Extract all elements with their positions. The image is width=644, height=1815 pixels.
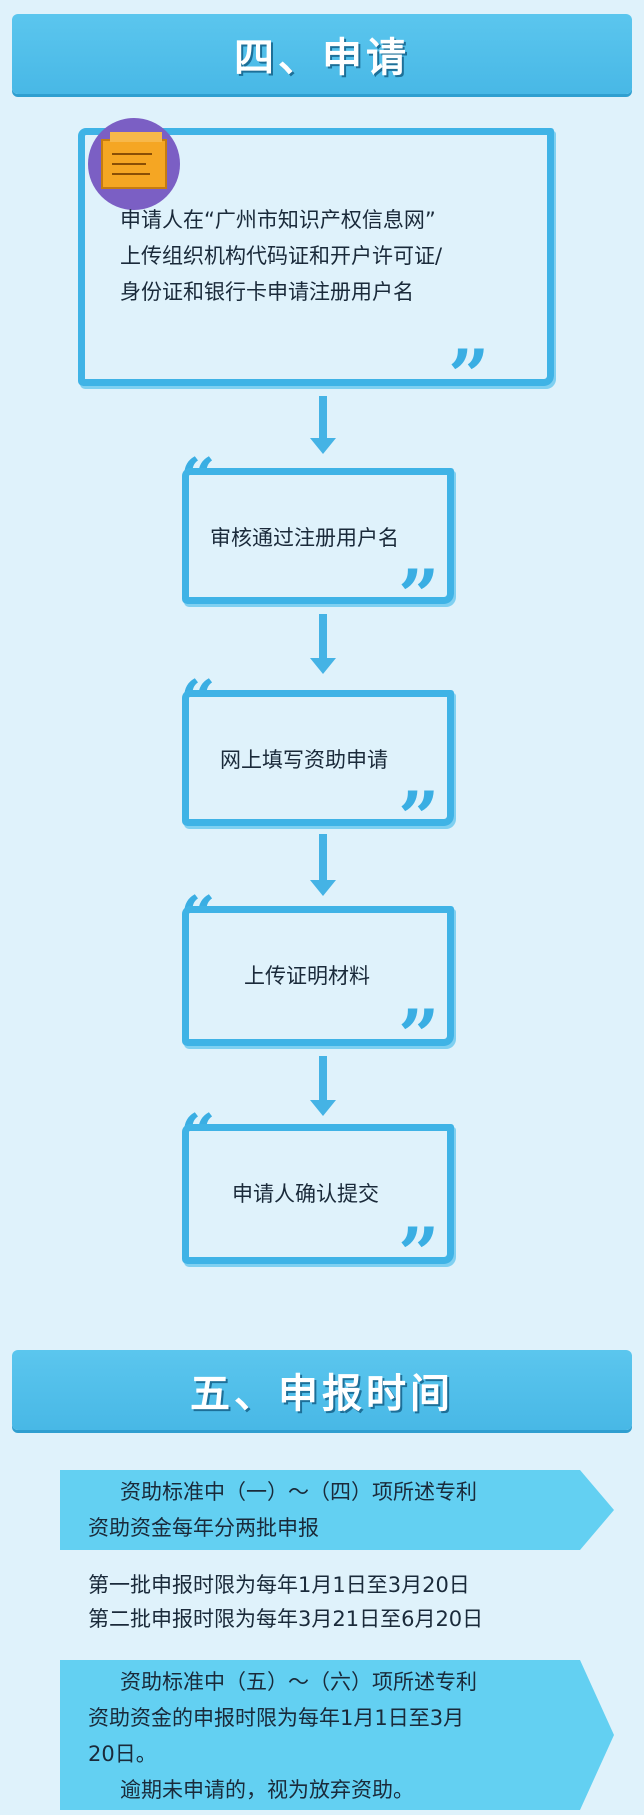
info-box-2-tip xyxy=(580,1660,614,1810)
step-2-text: 审核通过注册用户名 xyxy=(210,526,399,550)
info-box-1-line: 资助资金每年分两批申报 xyxy=(88,1516,319,1540)
step-5-text: 申请人确认提交 xyxy=(232,1182,379,1206)
arrow-down-icon xyxy=(310,614,336,674)
info-box-1-text: 资助标准中（一）～（四）项所述专利 资助资金每年分两批申报 xyxy=(88,1474,588,1546)
info-box-2-line: 逾期未申请的，视为放弃资助。 xyxy=(120,1778,414,1802)
section-header-apply: 四、申请 xyxy=(12,14,632,94)
step-3-text: 网上填写资助申请 xyxy=(220,748,388,772)
info-box-1 xyxy=(60,1470,580,1550)
step-1-line: 上传组织机构代码证和开户许可证/ xyxy=(120,244,443,268)
info-box-2 xyxy=(60,1660,580,1810)
info-box-2-line: 20日。 xyxy=(88,1742,157,1766)
step-frame-5 xyxy=(182,1124,454,1264)
step-frame-3 xyxy=(182,690,454,826)
batch-2: 第二批申报时限为每年3月21日至6月20日 xyxy=(88,1607,484,1631)
document-icon xyxy=(88,118,180,210)
arrow-down-icon xyxy=(310,1056,336,1116)
step-frame-1 xyxy=(78,128,554,386)
quote-close-icon: ” xyxy=(448,333,490,418)
info-box-2-line: 资助资金的申报时限为每年1月1日至3月 xyxy=(88,1706,465,1730)
arrow-down-icon xyxy=(310,396,336,454)
step-1-line: 申请人在“广州市知识产权信息网” xyxy=(120,208,436,232)
section-title: 五、申报时间 xyxy=(190,1371,454,1417)
step-frame-2 xyxy=(182,468,454,604)
info-box-2-line: 资助标准中（五）～（六）项所述专利 xyxy=(120,1670,477,1694)
info-box-2-text: 资助标准中（五）～（六）项所述专利 资助资金的申报时限为每年1月1日至3月 20… xyxy=(88,1664,588,1808)
quote-close-icon: ” xyxy=(398,1211,440,1296)
step-1-line: 身份证和银行卡申请注册用户名 xyxy=(120,280,414,304)
section-header-deadline: 五、申报时间 xyxy=(12,1350,632,1430)
step-4-text: 上传证明材料 xyxy=(244,964,370,988)
section-title: 四、申请 xyxy=(234,35,410,81)
batch-1: 第一批申报时限为每年1月1日至3月20日 xyxy=(88,1573,470,1597)
info-box-1-line: 资助标准中（一）～（四）项所述专利 xyxy=(120,1480,477,1504)
batch-list: 第一批申报时限为每年1月1日至3月20日 第二批申报时限为每年3月21日至6月2… xyxy=(88,1568,608,1636)
step-frame-4 xyxy=(182,906,454,1046)
step-1-text: 申请人在“广州市知识产权信息网” 上传组织机构代码证和开户许可证/ 身份证和银行… xyxy=(120,202,540,310)
quote-close-icon: ” xyxy=(398,553,440,638)
info-box-1-tip xyxy=(580,1470,614,1550)
arrow-down-icon xyxy=(310,834,336,896)
quote-close-icon: ” xyxy=(398,775,440,860)
quote-close-icon: ” xyxy=(398,993,440,1078)
